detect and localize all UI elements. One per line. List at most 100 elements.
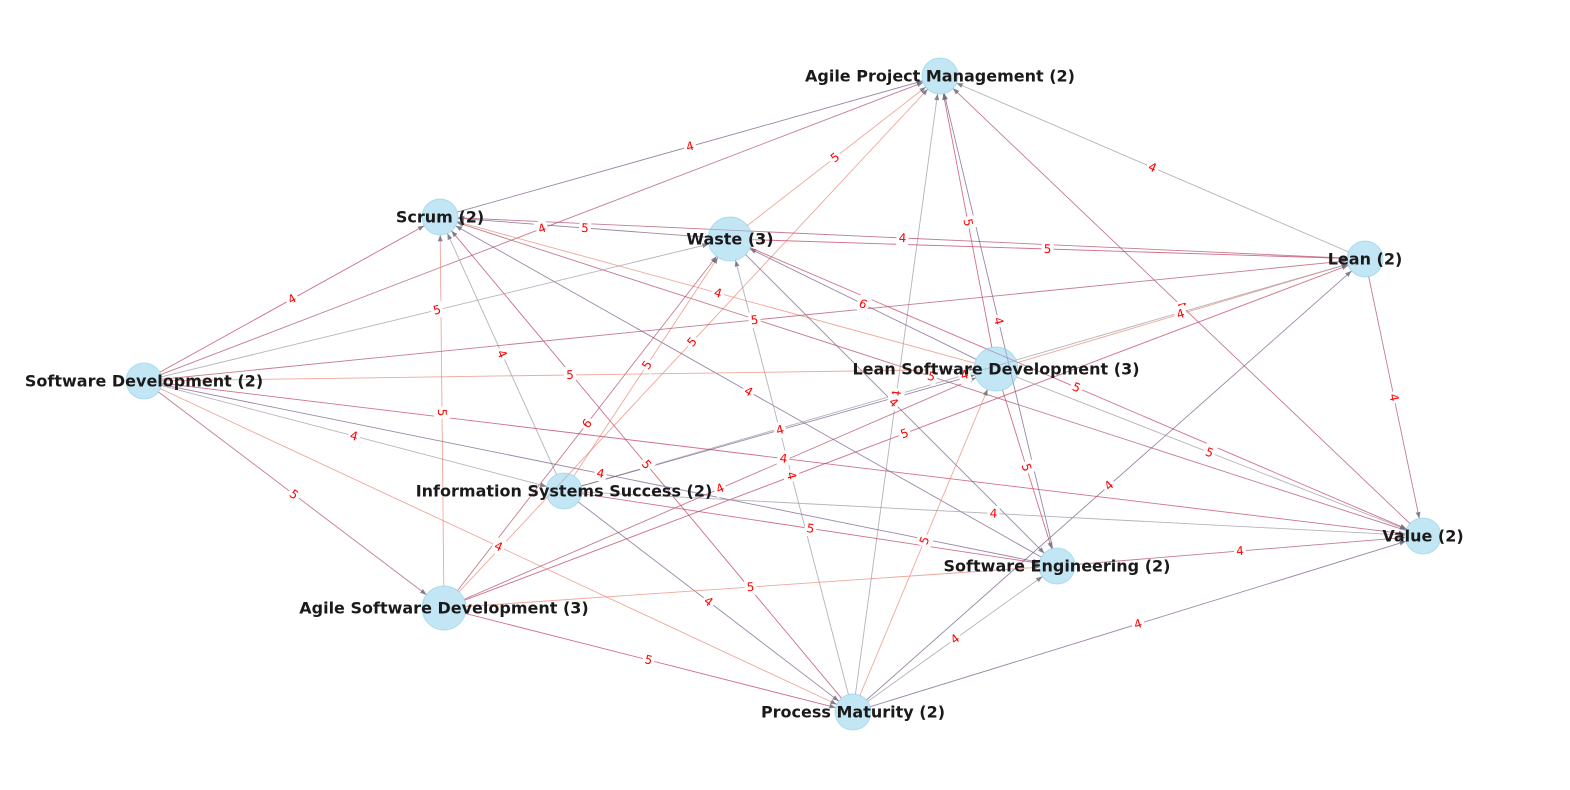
node-circle[interactable] — [421, 198, 459, 236]
node-waste[interactable]: Waste (3) — [686, 216, 774, 262]
edge-weight-label: 5 — [566, 368, 574, 382]
edge-label-background — [1099, 475, 1119, 496]
node-circle[interactable] — [125, 362, 163, 400]
edge-label-background — [637, 355, 657, 375]
edge-weight-label: 5 — [926, 369, 938, 385]
edge-label-background — [563, 366, 577, 384]
edge-weight-label-group: 4 — [682, 137, 698, 156]
edge-weight-label-group: 5 — [636, 454, 657, 475]
edge-weight-label: 5 — [806, 521, 816, 536]
node-circle[interactable] — [921, 57, 959, 95]
edge-label-background — [533, 218, 551, 239]
node-circle[interactable] — [421, 585, 467, 631]
edge-weight-label: 4 — [784, 470, 799, 481]
edge-weight-label: 5 — [581, 221, 590, 236]
edge-weight-label-group: 5 — [682, 332, 702, 352]
edge-weight-label-group: 4 — [282, 289, 302, 309]
edge-label-background — [593, 464, 608, 483]
edge-weight-label-group: 5 — [1041, 240, 1054, 258]
edge-label-background — [433, 406, 451, 419]
edge-weight-label-group: 5 — [637, 355, 657, 375]
edge-label-background — [945, 629, 965, 649]
node-circle[interactable] — [973, 346, 1019, 392]
edge-weight-label: 5 — [960, 217, 975, 227]
node-apm[interactable]: Agile Project Management (2) — [805, 57, 1075, 95]
node-pm[interactable]: Process Maturity (2) — [761, 693, 945, 731]
node-circle[interactable] — [834, 693, 872, 731]
node-lsd[interactable]: Lean Software Development (3) — [852, 346, 1140, 392]
edge-label-background — [782, 467, 801, 484]
node-circle[interactable] — [1038, 547, 1076, 585]
edge-weight-label: 4 — [595, 466, 605, 481]
edge-weight-label-group: 4 — [698, 591, 719, 612]
edge-label-background — [1143, 157, 1162, 178]
edge-label-background — [1017, 459, 1036, 476]
edge-label-background — [682, 137, 698, 156]
nodes-layer: Agile Project Management (2) Scrum (2) Was… — [25, 57, 1464, 731]
edge-label-background — [914, 531, 935, 550]
edge-weight-label-group: 4 — [710, 283, 726, 303]
edge-label-background — [747, 311, 762, 329]
edge-weight-label: 4 — [684, 139, 695, 155]
edge-weight-label: 5 — [432, 302, 443, 317]
edge-weight-label: 4 — [1236, 544, 1245, 559]
edge-label-background — [854, 294, 872, 314]
edge-weight-label-group: 4 — [346, 426, 362, 446]
edge-weight-label: 4 — [889, 389, 904, 398]
edge-label-background — [776, 449, 791, 468]
edge-weight-label-group: 5 — [896, 423, 913, 444]
edge-label-background — [883, 392, 904, 413]
node-circle[interactable] — [545, 472, 583, 510]
edge-weight-label: 4 — [349, 428, 360, 443]
edge-label-background — [1384, 389, 1404, 406]
edge-weight-label-group: 5 — [747, 311, 762, 329]
edge-label-background — [710, 283, 726, 303]
node-label: Agile Software Development (3) — [299, 599, 588, 618]
edge-weight-label-group: 4 — [989, 313, 1008, 329]
node-lean[interactable]: Lean (2) — [1328, 240, 1403, 278]
node-circle[interactable] — [1404, 517, 1442, 555]
edge-weight-label: 4 — [989, 506, 997, 520]
node-circle[interactable] — [707, 216, 753, 262]
edge-weight-label-group: 5 — [914, 531, 935, 550]
edge-label-background — [896, 229, 909, 247]
node-iss[interactable]: Information Systems Success (2) — [416, 472, 713, 510]
node-sd[interactable]: Software Development (2) — [25, 362, 263, 400]
node-label: Waste (3) — [686, 230, 773, 249]
edge-label-background — [896, 423, 913, 444]
edge-weight-label-group: 5 — [803, 519, 818, 538]
edge-weight-label-group: 5 — [1067, 377, 1086, 398]
edge-weight-label-group: 5 — [1200, 442, 1219, 463]
edge-label-background — [682, 332, 702, 352]
edge-weight-label-group: 4 — [776, 449, 791, 468]
node-scrum[interactable]: Scrum (2) — [396, 198, 484, 236]
node-label: Scrum (2) — [396, 208, 484, 227]
edge-weight-label-group: 4 — [739, 381, 758, 402]
edge-weight-label-group: 5 — [959, 215, 977, 230]
edge-weight-label-group: 4 — [489, 536, 508, 557]
edge-label-background — [987, 505, 1000, 522]
node-label: Software Development (2) — [25, 372, 263, 391]
edge-weight-label-group: 4 — [1129, 614, 1147, 634]
edge-label-background — [1233, 542, 1247, 560]
edge-weight-label-group: 5 — [1017, 459, 1036, 476]
edge-weight-label: 4 — [1132, 616, 1143, 632]
edge-weight-label: 4 — [779, 451, 788, 466]
edge-weight-label-group: 4 — [956, 365, 973, 385]
node-label: Information Systems Success (2) — [416, 482, 713, 501]
edge-label-background — [959, 215, 977, 230]
node-circle[interactable] — [1346, 240, 1384, 278]
edge-label-background — [492, 345, 512, 363]
edge-label-background — [1129, 614, 1147, 634]
node-label: Value (2) — [1382, 527, 1463, 546]
edge-weight-label: 4 — [898, 231, 906, 245]
node-value[interactable]: Value (2) — [1382, 517, 1464, 555]
edge-weight-label-group: 5 — [825, 147, 845, 168]
node-se[interactable]: Software Engineering (2) — [944, 547, 1171, 585]
node-asd[interactable]: Agile Software Development (3) — [299, 585, 589, 631]
edge-weight-label-group: 4 — [772, 420, 788, 440]
edge-label-background — [284, 484, 304, 505]
edge-weight-label-group: 5 — [743, 578, 758, 596]
edge-weight-label-group: 4 — [1143, 157, 1162, 178]
edge-weight-label-group: 5 — [429, 300, 445, 320]
